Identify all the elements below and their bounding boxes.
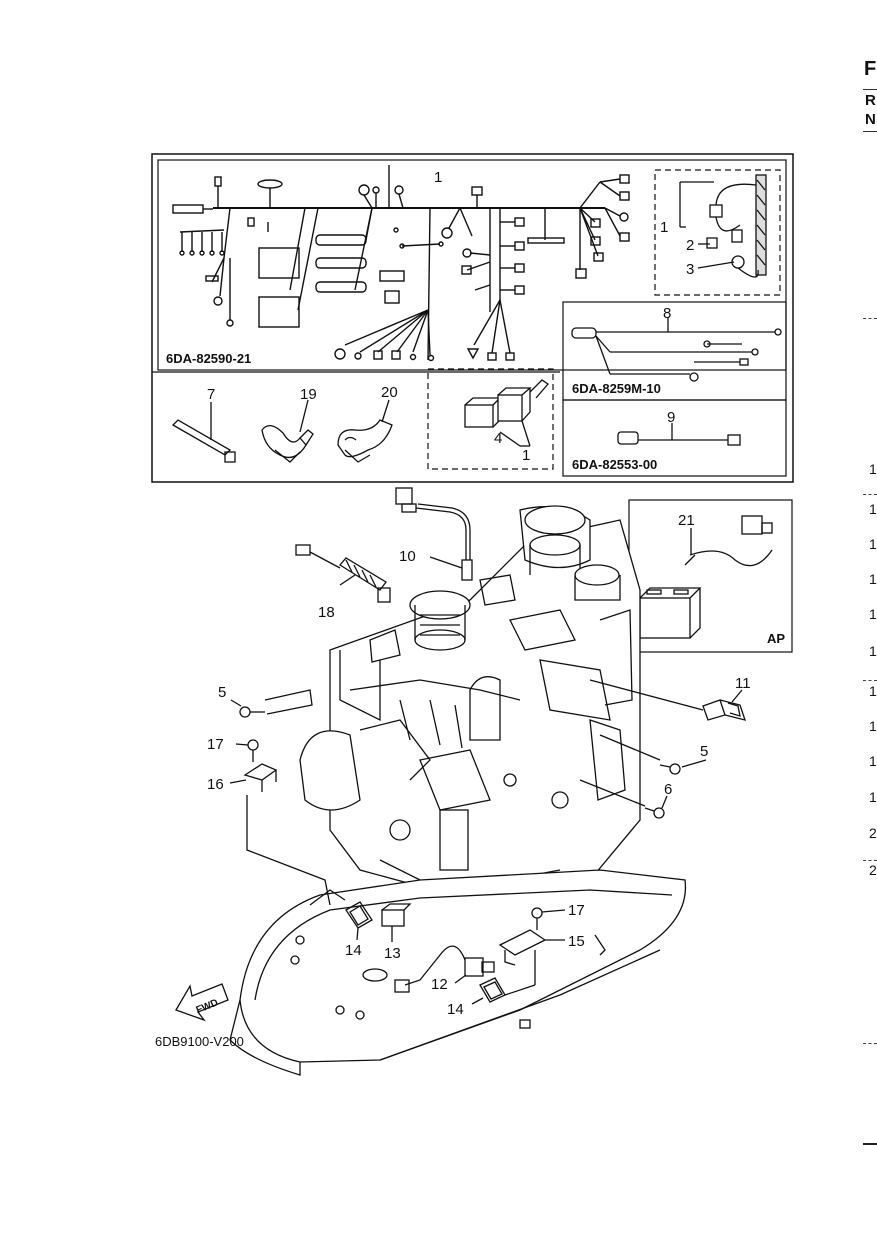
part-13-grommet: [381, 903, 412, 942]
callout-8: 8: [663, 305, 671, 322]
part-14-seal-bottom: [471, 977, 536, 1005]
ap-sensor-drawing: [639, 515, 773, 639]
callout-6: 6: [664, 781, 672, 798]
edge-number: 1: [869, 643, 877, 659]
edge-dash: [863, 1043, 877, 1044]
callout-5-right: 5: [700, 743, 708, 760]
edge-number: 1: [869, 571, 877, 587]
cable-tie-7: [171, 402, 236, 463]
part-6-bolt: [579, 779, 668, 819]
callout-12: 12: [431, 976, 448, 993]
harness-9-box: [562, 399, 787, 477]
harness-9-code: 6DA-82553-00: [572, 457, 657, 472]
callout-16: 16: [207, 776, 224, 793]
part-15-clamp: [498, 929, 565, 985]
part-5-bolt-right: [599, 734, 707, 775]
edge-letter-r: R: [865, 92, 876, 109]
part-12-harness: [394, 945, 495, 993]
relay-dashed-box: [427, 368, 554, 470]
edge-dash: [863, 494, 877, 495]
callout-4: 4: [494, 430, 502, 447]
edge-number: 1: [869, 789, 877, 805]
callout-17-right: 17: [568, 902, 585, 919]
callout-18: 18: [318, 604, 335, 621]
callout-2-inset: 2: [686, 237, 694, 254]
edge-number: 2: [869, 862, 877, 878]
part-10-sensor: [395, 487, 473, 581]
edge-number: 2: [869, 825, 877, 841]
edge-dash: [863, 318, 877, 319]
engine-block: [299, 505, 641, 901]
callout-7: 7: [207, 386, 215, 403]
edge-rule: [863, 131, 877, 132]
edge-number: 1: [869, 718, 877, 734]
figure-code: 6DB9100-V200: [155, 1034, 244, 1049]
ap-label: AP: [767, 631, 785, 646]
edge-number: 1: [869, 683, 877, 699]
edge-number: 1: [869, 536, 877, 552]
callout-1-inset: 1: [660, 219, 668, 236]
edge-dash: [863, 680, 877, 681]
callout-10: 10: [399, 548, 416, 565]
cable-holder-20: [337, 399, 393, 463]
callout-14-bottom: 14: [447, 1001, 464, 1018]
callout-15: 15: [568, 933, 585, 950]
callout-13: 13: [384, 945, 401, 962]
harness-9-drawing: [617, 423, 741, 446]
harness-8-drawing: [571, 317, 782, 382]
callout-19: 19: [300, 386, 317, 403]
part-14-seal-left: [345, 901, 373, 941]
bottom-cowling: [229, 869, 687, 1076]
callout-14-left: 14: [345, 942, 362, 959]
part-16-clamp: [229, 763, 331, 906]
cable-holder-19: [261, 399, 314, 463]
edge-letter-n: N: [865, 111, 876, 128]
callout-17-left: 17: [207, 736, 224, 753]
main-harness-box: [157, 159, 787, 371]
fwd-arrow-icon: [175, 983, 229, 1022]
edge-number: 1: [869, 753, 877, 769]
edge-rule: [863, 89, 877, 90]
callout-20: 20: [381, 384, 398, 401]
callout-3-inset: 3: [686, 261, 694, 278]
part-17-screw-right: [531, 907, 566, 930]
edge-number: 1: [869, 501, 877, 517]
part-18-sensor: [295, 544, 391, 603]
part-17-screw-left: [235, 739, 259, 762]
callout-11: 11: [735, 675, 751, 692]
edge-rule: [863, 1143, 877, 1145]
callout-21: 21: [678, 512, 695, 529]
main-harness-code: 6DA-82590-21: [166, 351, 251, 366]
edge-dash: [863, 860, 877, 861]
edge-letter-f: F: [864, 58, 877, 80]
harness-8-code: 6DA-8259M-10: [572, 381, 661, 396]
part-11-sensor: [589, 679, 746, 721]
sensor-inset-dashed-box: [654, 169, 781, 296]
parts-panel-frame: [151, 153, 794, 483]
callout-1-relay: 1: [522, 447, 530, 464]
part-5-bolt-left: [230, 689, 313, 718]
sensor-inset-drawing: [679, 174, 767, 278]
relay-parts-drawing: [464, 379, 549, 447]
callout-1-harness: 1: [434, 169, 442, 186]
edge-number: 1: [869, 461, 877, 477]
wire-harness-1: [172, 165, 630, 362]
edge-number: 1: [869, 606, 877, 622]
callout-5-left: 5: [218, 684, 226, 701]
callout-9: 9: [667, 409, 675, 426]
